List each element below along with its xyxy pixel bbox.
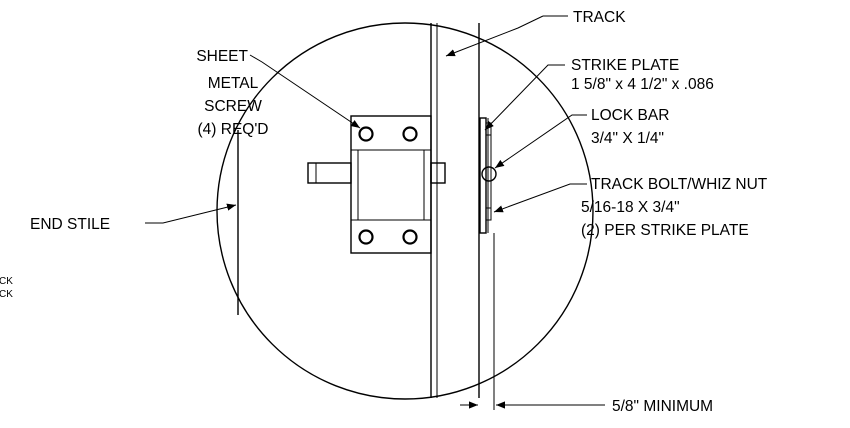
cut-off-text-1: CK xyxy=(0,276,13,287)
track-bolt-size: 5/16-18 X 3/4" xyxy=(581,199,680,216)
minimum-label: 5/8" MINIMUM xyxy=(612,398,713,415)
screw-label-line2: METAL xyxy=(208,75,259,92)
screw-label-line3: SCREW xyxy=(204,98,262,115)
strike-plate-size: 1 5/8" x 4 1/2" x .086 xyxy=(571,76,714,93)
strike-plate xyxy=(479,117,497,234)
track-leader xyxy=(445,15,544,57)
screw-label-line4: (4) REQ'D xyxy=(198,121,269,138)
track-bolt-qty: (2) PER STRIKE PLATE xyxy=(581,222,749,239)
end-stile-leader xyxy=(145,203,237,224)
lock-bar-loop xyxy=(481,166,497,182)
screw-icon xyxy=(358,126,418,245)
track-label: TRACK xyxy=(573,9,626,26)
lock-bar-leader xyxy=(494,114,587,169)
track-bolt-label: TRACK BOLT/WHIZ NUT xyxy=(591,176,768,193)
lock-bar-size: 3/4" X 1/4" xyxy=(591,130,664,147)
screw-leader xyxy=(249,54,361,129)
strike-plate-label: STRIKE PLATE xyxy=(571,57,679,74)
track-bolt-leader xyxy=(493,183,587,213)
lock-bar xyxy=(307,162,446,184)
strike-plate-leader xyxy=(484,64,565,131)
end-stile-label: END STILE xyxy=(30,216,110,233)
lock-bar-label: LOCK BAR xyxy=(591,107,669,124)
screw-label-line1: SHEET xyxy=(196,48,248,65)
cut-off-text-2: CK xyxy=(0,289,13,300)
lock-body xyxy=(350,115,432,254)
detail-circle xyxy=(216,22,594,400)
